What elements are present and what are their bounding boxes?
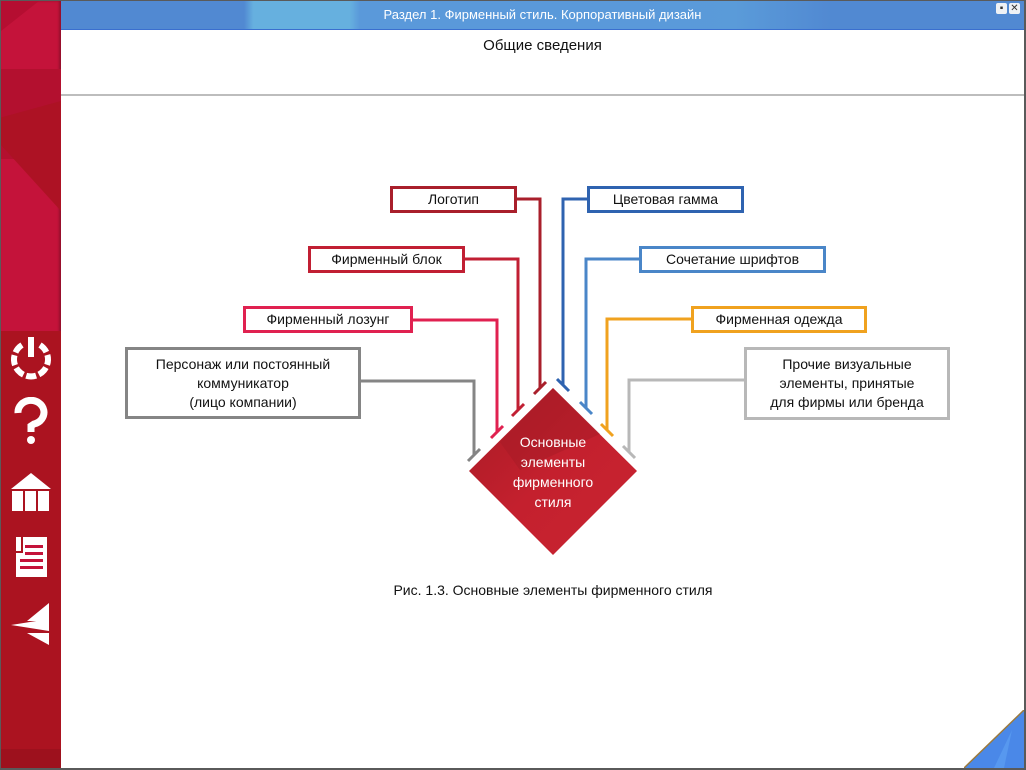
node-label: Фирменный блок <box>331 251 442 267</box>
node-label-line: для фирмы или бренда <box>770 394 924 410</box>
sidebar-help-button[interactable] <box>7 397 55 445</box>
node-logotip: Логотип <box>390 186 517 213</box>
center-label-line: фирменного <box>512 474 594 490</box>
node-color-gamut: Цветовая гамма <box>587 186 744 213</box>
window-titlebar: Раздел 1. Фирменный стиль. Корпоративный… <box>61 1 1024 30</box>
node-label-line: коммуникатор <box>197 374 289 391</box>
back-arrow-icon <box>11 603 49 645</box>
connector-other <box>621 378 745 460</box>
connector-fonts <box>578 257 640 416</box>
center-label-line: Основные <box>519 434 587 450</box>
center-label-line: стиля <box>534 494 572 510</box>
node-label-line: Прочие визуальные <box>782 356 912 372</box>
node-firm-block: Фирменный блок <box>308 246 465 273</box>
sidebar-decoration <box>1 749 61 768</box>
node-slogan: Фирменный лозунг <box>243 306 413 333</box>
document-list-icon <box>16 537 47 577</box>
node-label-line: Персонаж или постоянный <box>155 355 331 372</box>
page-corner-decoration <box>964 710 1024 768</box>
window-border <box>0 0 1 770</box>
node-other-visuals: Прочие визуальные элементы, принятые для… <box>744 347 950 420</box>
connector-character <box>360 379 482 463</box>
node-uniform: Фирменная одежда <box>691 306 867 333</box>
connector-firm-block <box>464 257 526 418</box>
sidebar-exit-button[interactable] <box>7 333 55 381</box>
center-label-line: элементы <box>520 454 586 470</box>
connector-color-gamut <box>555 197 588 393</box>
node-character: Персонаж или постоянный коммуникатор (ли… <box>125 347 361 419</box>
question-icon <box>14 397 48 444</box>
node-label: Фирменная одежда <box>715 311 843 327</box>
sidebar-contents-button[interactable] <box>7 531 55 579</box>
node-label: Фирменный лозунг <box>266 311 390 327</box>
node-label: Сочетание шрифтов <box>666 251 799 267</box>
window-title: Раздел 1. Фирменный стиль. Корпоративный… <box>383 7 702 22</box>
connector-logotip <box>516 197 548 396</box>
center-diamond <box>469 388 637 555</box>
connector-uniform <box>599 317 692 438</box>
node-label: Логотип <box>427 191 480 207</box>
home-icon <box>11 473 51 511</box>
header-divider <box>61 94 1024 96</box>
figure-caption: Рис. 1.3. Основные элементы фирменного с… <box>393 582 713 598</box>
sidebar <box>1 1 61 768</box>
window-border <box>1024 0 1026 770</box>
window-border <box>0 0 1026 1</box>
center-label: Основные элементы фирменного стиля <box>493 432 613 512</box>
node-fonts: Сочетание шрифтов <box>639 246 826 273</box>
power-icon <box>11 337 51 380</box>
sidebar-home-button[interactable] <box>7 469 55 517</box>
minimize-button[interactable]: ▪ <box>996 3 1007 14</box>
sidebar-back-button[interactable] <box>7 601 55 649</box>
page-subtitle: Общие сведения <box>483 37 602 54</box>
sidebar-decoration <box>1 1 39 31</box>
node-label-line: (лицо компании) <box>189 393 297 410</box>
close-icon: ✕ <box>1010 3 1019 14</box>
center-diamond-shade <box>500 388 600 470</box>
node-label-line: элементы, принятые <box>779 375 915 391</box>
minimize-icon: ▪ <box>999 3 1004 14</box>
window-border <box>0 768 1026 770</box>
node-label: Цветовая гамма <box>612 191 719 207</box>
connector-slogan <box>412 318 505 440</box>
close-button[interactable]: ✕ <box>1009 3 1020 14</box>
